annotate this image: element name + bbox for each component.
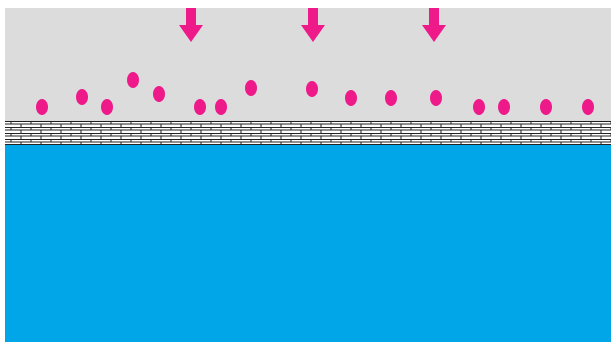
gas-particle <box>127 72 139 88</box>
down-arrow-icon <box>422 8 446 42</box>
down-arrow-icon <box>301 8 325 42</box>
gas-particle <box>345 90 357 106</box>
gas-particle <box>498 99 510 115</box>
gas-particle <box>36 99 48 115</box>
gas-particle <box>473 99 485 115</box>
gas-particle <box>245 80 257 96</box>
membrane <box>5 121 611 145</box>
gas-particle <box>76 89 88 105</box>
gas-particle <box>194 99 206 115</box>
gas-particle <box>215 99 227 115</box>
gas-particle <box>153 86 165 102</box>
gas-particle <box>306 81 318 97</box>
gas-particle <box>540 99 552 115</box>
gas-particles <box>36 72 594 115</box>
down-arrow-icon <box>179 8 203 42</box>
pressure-arrows <box>179 8 446 42</box>
gas-particle <box>430 90 442 106</box>
gas-particle <box>101 99 113 115</box>
gas-particle <box>385 90 397 106</box>
gas-particle <box>582 99 594 115</box>
liquid-region <box>5 145 611 342</box>
